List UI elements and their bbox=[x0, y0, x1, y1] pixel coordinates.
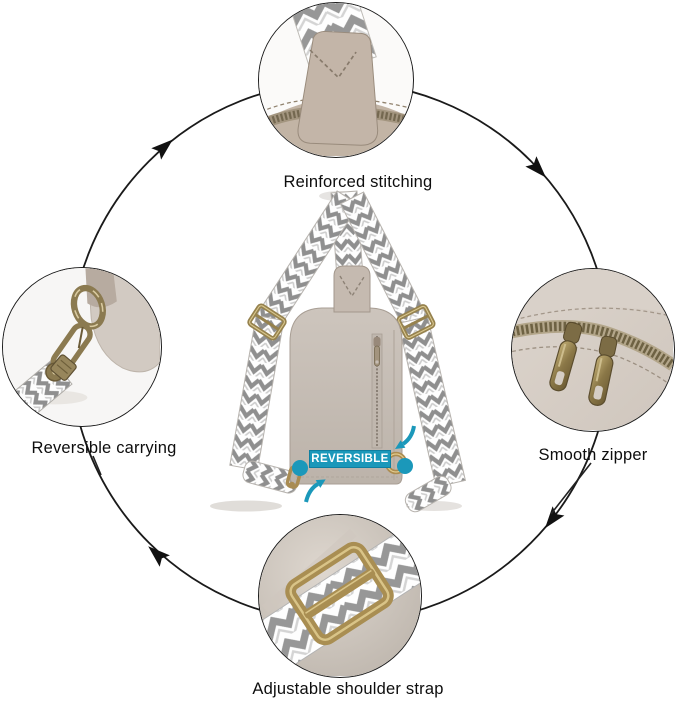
strap-slider-buckle bbox=[247, 303, 287, 341]
v-stitching bbox=[339, 275, 365, 298]
curved-teal-arrow-icon bbox=[395, 425, 416, 449]
callout-left-reversible-carrying bbox=[2, 267, 162, 427]
label-adjustable-shoulder-strap: Adjustable shoulder strap bbox=[252, 680, 444, 698]
leather-flap bbox=[512, 269, 673, 323]
adjustable-strap-photo bbox=[259, 515, 420, 676]
shoulder-strap bbox=[229, 190, 467, 513]
label-smooth-zipper: Smooth zipper bbox=[538, 446, 648, 464]
reversible-badge: REVERSIBLE bbox=[309, 450, 391, 468]
strap-slider-buckle bbox=[396, 304, 436, 340]
curved-teal-arrow-icon bbox=[304, 479, 326, 503]
strap-end-shadow bbox=[210, 500, 282, 512]
callout-right-smooth-zipper bbox=[511, 268, 675, 432]
front-zipper bbox=[371, 333, 383, 449]
label-reversible-carrying: Reversible carrying bbox=[31, 439, 177, 457]
reversible-dot bbox=[397, 458, 413, 474]
strap-ring bbox=[70, 284, 106, 330]
zipper-pull bbox=[588, 335, 618, 406]
cycle-arrow-icon bbox=[148, 546, 170, 567]
sling-bag-photo bbox=[210, 190, 467, 513]
callout-bottom-adjustable-strap bbox=[258, 514, 422, 678]
cycle-arrow-icon bbox=[151, 139, 173, 160]
zipper-pull bbox=[549, 321, 583, 392]
top-tab bbox=[333, 265, 371, 313]
connector-line bbox=[550, 462, 592, 515]
cycle-arrow-icon bbox=[525, 156, 546, 178]
callout-top-reinforced-stitching bbox=[258, 2, 414, 158]
stitched-tab bbox=[297, 30, 379, 146]
connector-line bbox=[92, 455, 102, 476]
bag-corner-tab bbox=[85, 268, 117, 308]
label-reinforced-stitching: Reinforced stitching bbox=[283, 173, 433, 191]
reinforced-stitching-photo bbox=[259, 3, 412, 156]
smooth-zipper-photo bbox=[512, 269, 673, 430]
cycle-arrow-icon bbox=[545, 506, 565, 529]
reversible-dot bbox=[292, 460, 308, 476]
zipper-teeth bbox=[512, 321, 673, 370]
strap-clamp bbox=[50, 354, 77, 381]
slider-buckle bbox=[285, 541, 394, 646]
reversible-carrying-photo bbox=[3, 268, 160, 425]
